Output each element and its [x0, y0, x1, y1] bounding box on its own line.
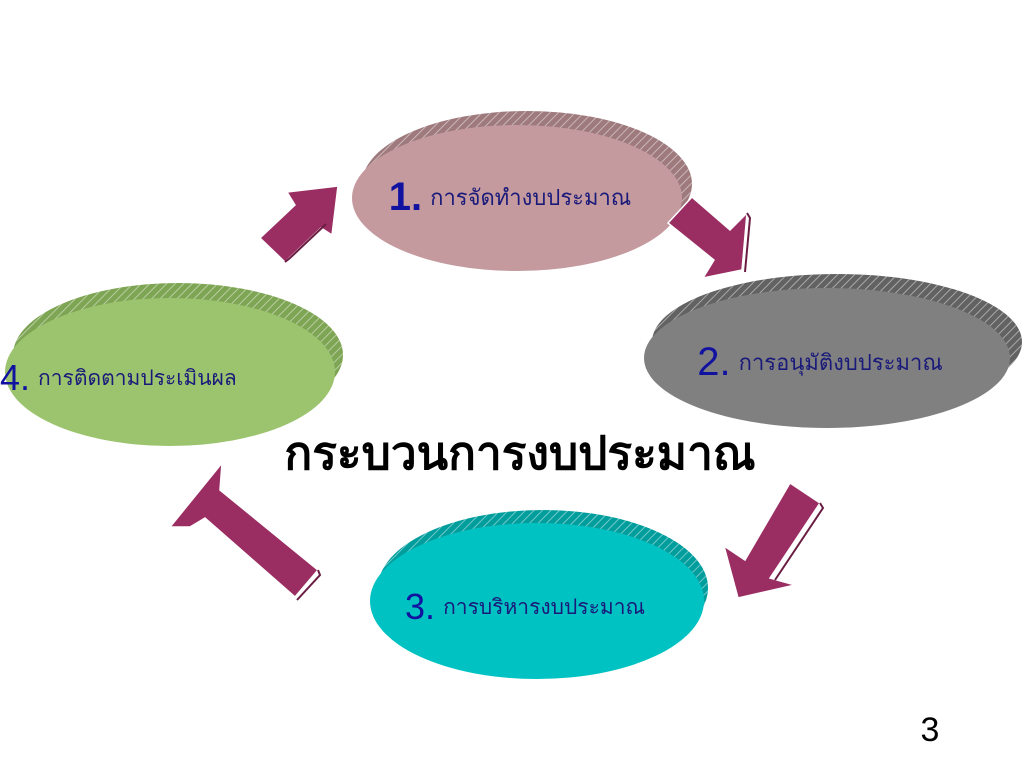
step-1-label: 1. การจัดทำงบประมาณ: [340, 175, 680, 219]
step-2-label: 2. การอนุมัติงบประมาณ: [650, 340, 990, 384]
arrow-1-to-2: [666, 195, 748, 280]
step-1-text: การจัดทำงบประมาณ: [430, 185, 632, 211]
step-2-text: การอนุมัติงบประมาณ: [738, 350, 943, 376]
step-3-ellipse: [370, 510, 708, 679]
arrow-3-to-4: [168, 460, 320, 599]
step-2-number: 2.: [697, 339, 731, 384]
step-4-ellipse: [5, 283, 343, 446]
step-3-number: 3.: [405, 586, 436, 627]
step-4-label: 4. การติดตามประเมินผล: [0, 356, 330, 400]
step-1-number: 1.: [388, 174, 423, 219]
step-4-text: การติดตามประเมินผล: [38, 365, 237, 390]
page-number: 3: [920, 711, 940, 749]
arrow-2-to-3: [722, 481, 822, 599]
step-3-label: 3. การบริหารงบประมาณ: [350, 585, 700, 629]
diagram-title: กระบวนการงบประมาณ: [284, 426, 756, 480]
step-2-ellipse: [644, 274, 1022, 428]
step-4-number: 4.: [0, 357, 31, 398]
step-3-text: การบริหารงบประมาณ: [443, 594, 645, 619]
step-1-ellipse: [352, 111, 692, 271]
